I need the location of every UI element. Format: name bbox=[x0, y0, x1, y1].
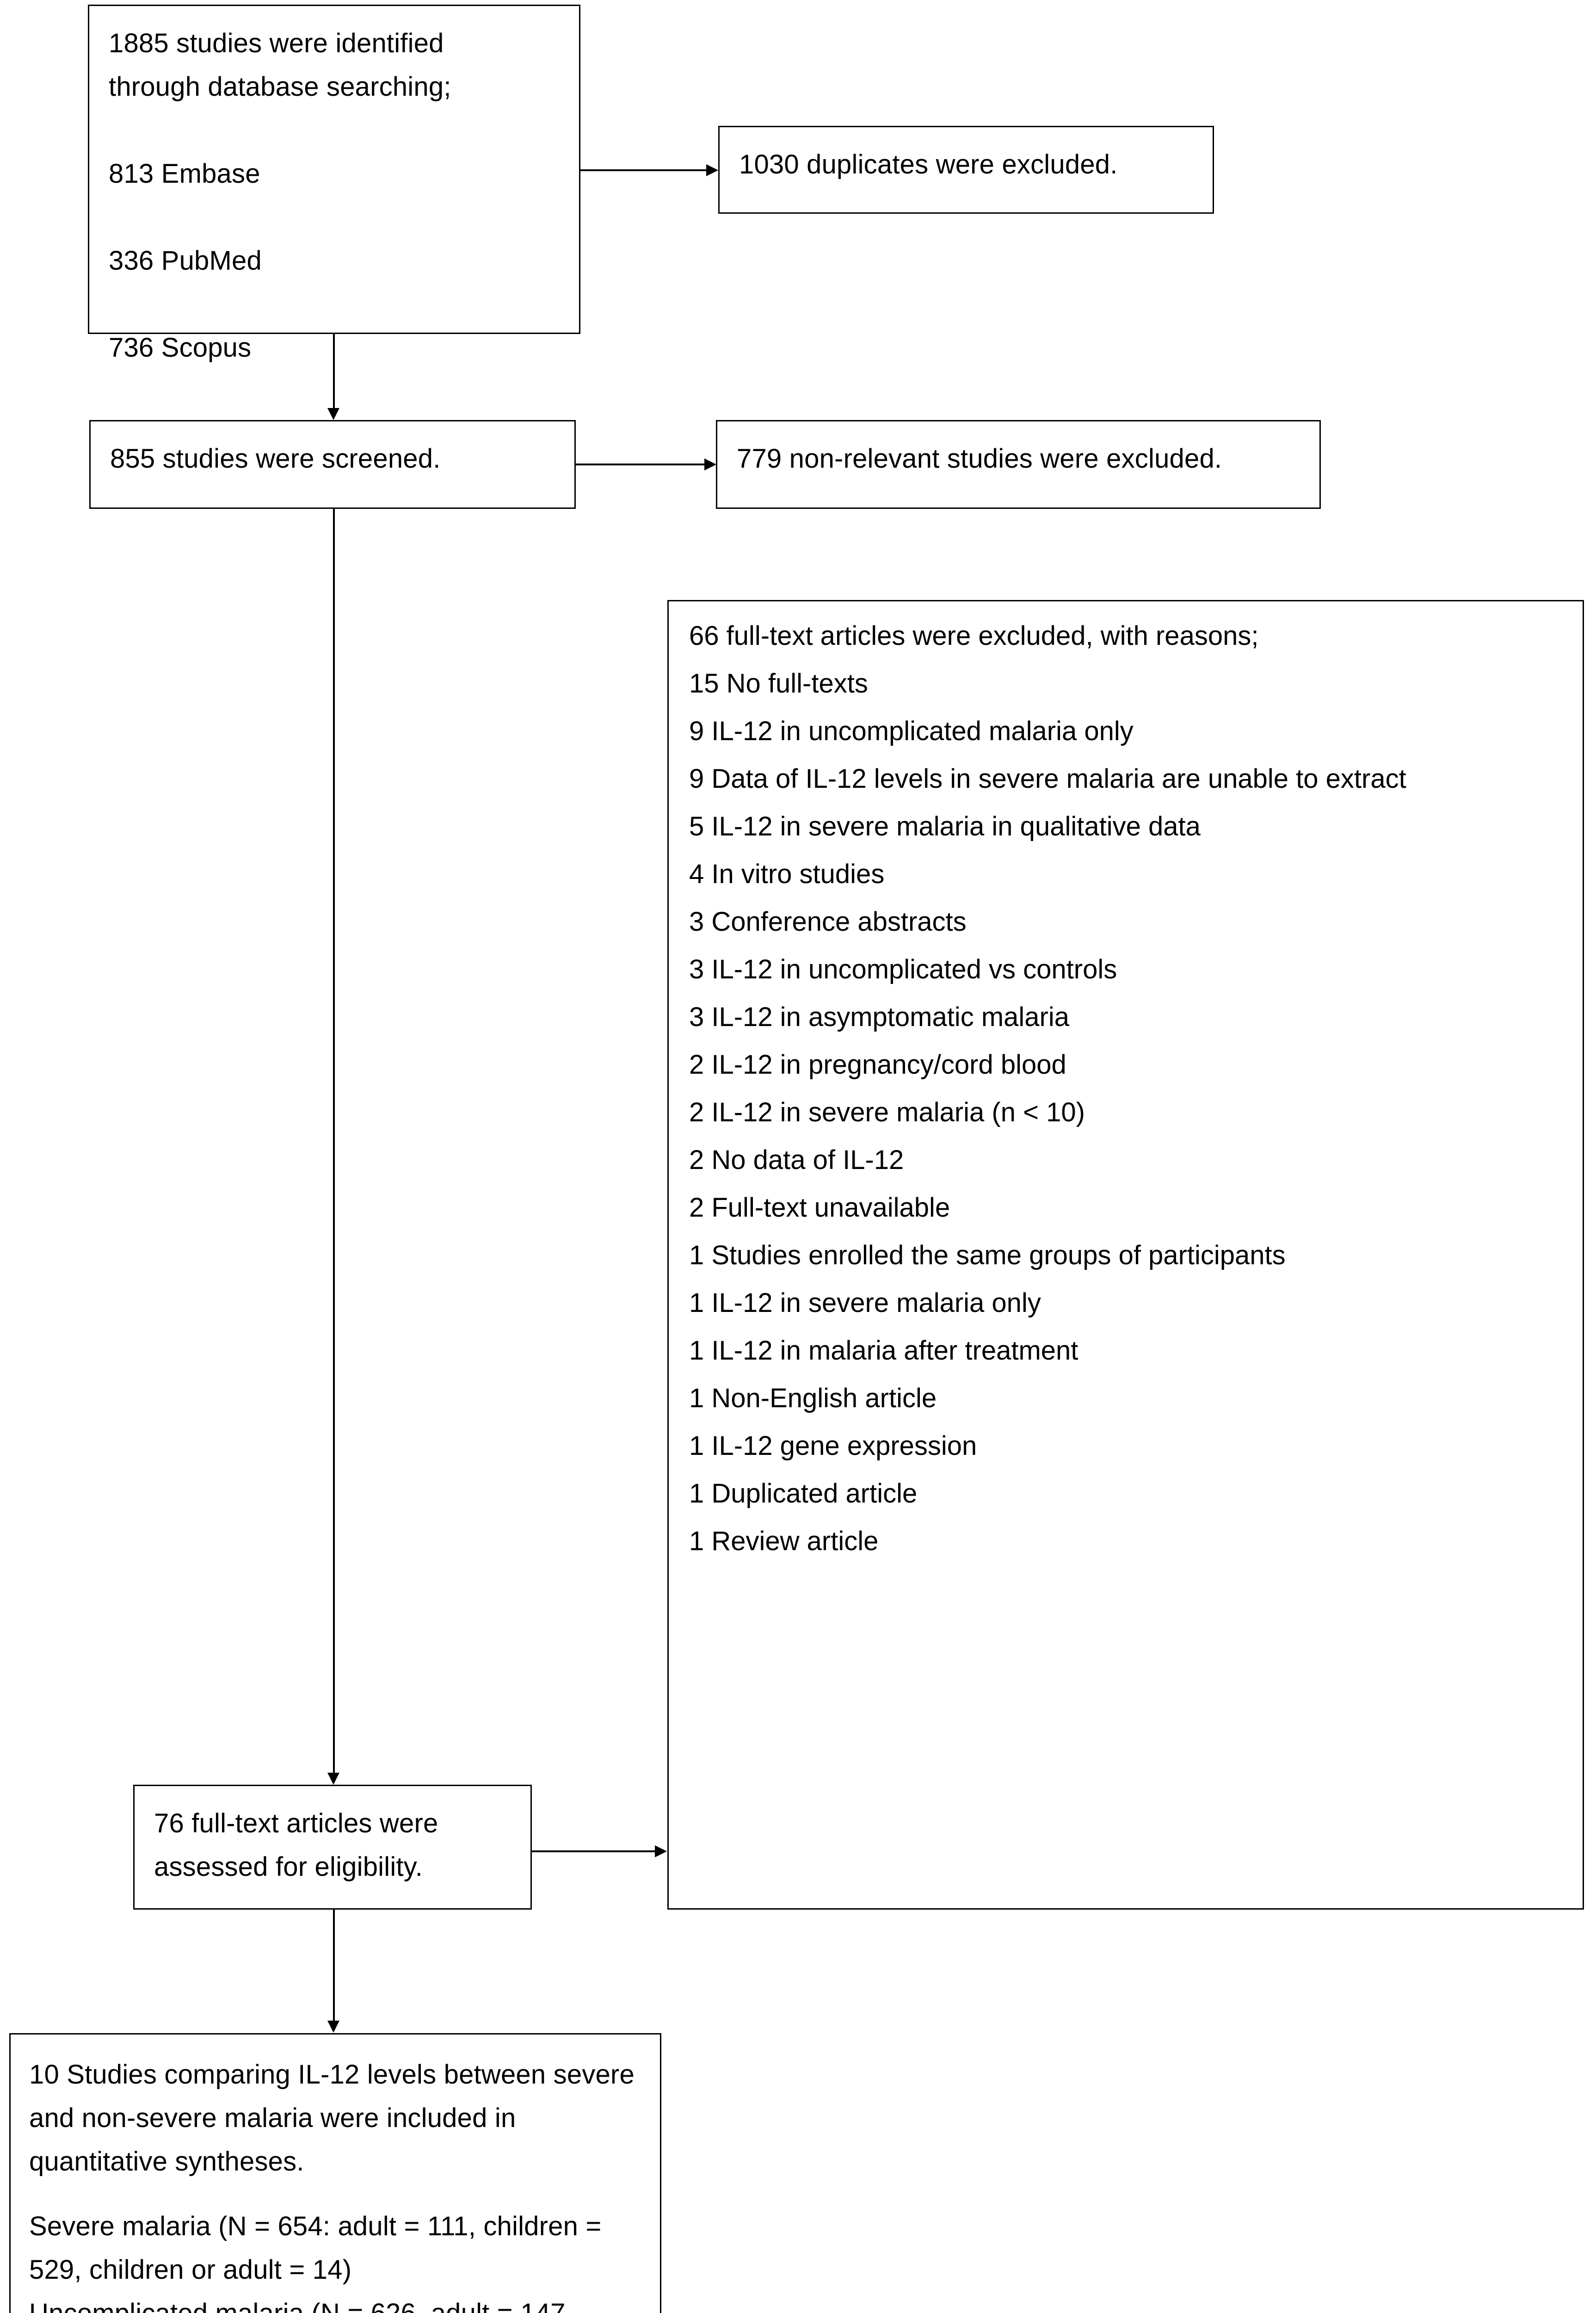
connector-identification-to-duplicates bbox=[580, 169, 706, 171]
exclusion-reason-item: 3 IL-12 in uncomplicated vs controls bbox=[689, 954, 1117, 984]
screened-text: 855 studies were screened. bbox=[110, 444, 441, 474]
exclusion-reason-item: 1 IL-12 in severe malaria only bbox=[689, 1288, 1041, 1318]
arrow-to-eligibility-icon bbox=[327, 1773, 339, 1785]
included-population-text: Severe malaria (N = 654: adult = 111, ch… bbox=[29, 2211, 602, 2313]
connector-eligibility-to-fulltext-excluded bbox=[532, 1850, 655, 1852]
connector-eligibility-to-included bbox=[333, 1910, 335, 2021]
duplicates-excluded-box: 1030 duplicates were excluded. bbox=[718, 126, 1214, 214]
exclusion-reason-item: 4 In vitro studies bbox=[689, 859, 885, 889]
exclusion-reason-item: 15 No full-texts bbox=[689, 668, 868, 699]
eligibility-text: 76 full-text articles were assessed for … bbox=[154, 1808, 446, 1882]
exclusion-reason-item: 3 IL-12 in asymptomatic malaria bbox=[689, 1002, 1069, 1032]
arrow-to-included-icon bbox=[327, 2021, 339, 2033]
arrow-to-duplicates-icon bbox=[706, 164, 718, 176]
exclusion-reason-item: 9 Data of IL-12 levels in severe malaria… bbox=[689, 764, 1406, 794]
non-relevant-excluded-box: 779 non-relevant studies were excluded. bbox=[716, 420, 1321, 509]
exclusion-reason-item: 1 Studies enrolled the same groups of pa… bbox=[689, 1240, 1286, 1270]
exclusion-reasons-list: 66 full-text articles were excluded, wit… bbox=[689, 623, 1564, 1555]
exclusion-reason-item: 2 IL-12 in severe malaria (n < 10) bbox=[689, 1097, 1085, 1127]
identification-box: 1885 studies were identified through dat… bbox=[88, 5, 580, 363]
exclusion-reason-item: 1 IL-12 gene expression bbox=[689, 1431, 977, 1461]
exclusion-reason-item: 3 Conference abstracts bbox=[689, 907, 967, 937]
exclusion-reason-item: 1 Duplicated article bbox=[689, 1478, 918, 1509]
duplicates-excluded-text: 1030 duplicates were excluded. bbox=[739, 149, 1118, 179]
eligibility-box: 76 full-text articles were assessed for … bbox=[133, 1785, 532, 1910]
exclusion-reason-item: 2 Full-text unavailable bbox=[689, 1193, 950, 1223]
exclusion-reason-item: 2 IL-12 in pregnancy/cord blood bbox=[689, 1050, 1066, 1080]
exclusion-reason-item: 1 IL-12 in malaria after treatment bbox=[689, 1336, 1078, 1366]
exclusion-reason-item: 9 IL-12 in uncomplicated malaria only bbox=[689, 716, 1134, 746]
arrow-to-nonrelevant-icon bbox=[704, 458, 716, 470]
screened-box: 855 studies were screened. bbox=[89, 420, 576, 509]
exclusion-reason-item: 2 No data of IL-12 bbox=[689, 1145, 904, 1175]
connector-identification-to-screened bbox=[333, 334, 335, 408]
exclusion-reason-item: 1 Review article bbox=[689, 1526, 879, 1556]
identification-text: 1885 studies were identified through dat… bbox=[109, 28, 451, 363]
included-box: 10 Studies comparing IL-12 levels betwee… bbox=[9, 2033, 661, 2313]
connector-screened-to-nonrelevant bbox=[576, 464, 704, 465]
connector-screened-to-eligibility bbox=[333, 509, 335, 1773]
exclusion-heading: 66 full-text articles were excluded, wit… bbox=[689, 621, 1259, 651]
arrow-to-screened-icon bbox=[327, 408, 339, 420]
exclusion-reason-item: 1 Non-English article bbox=[689, 1383, 937, 1413]
arrow-to-fulltext-excluded-icon bbox=[655, 1845, 667, 1857]
exclusion-reason-item: 5 IL-12 in severe malaria in qualitative… bbox=[689, 811, 1201, 841]
fulltext-excluded-box: 66 full-text articles were excluded, wit… bbox=[667, 600, 1584, 1910]
non-relevant-excluded-text: 779 non-relevant studies were excluded. bbox=[737, 444, 1222, 474]
included-summary-text: 10 Studies comparing IL-12 levels betwee… bbox=[29, 2059, 642, 2177]
